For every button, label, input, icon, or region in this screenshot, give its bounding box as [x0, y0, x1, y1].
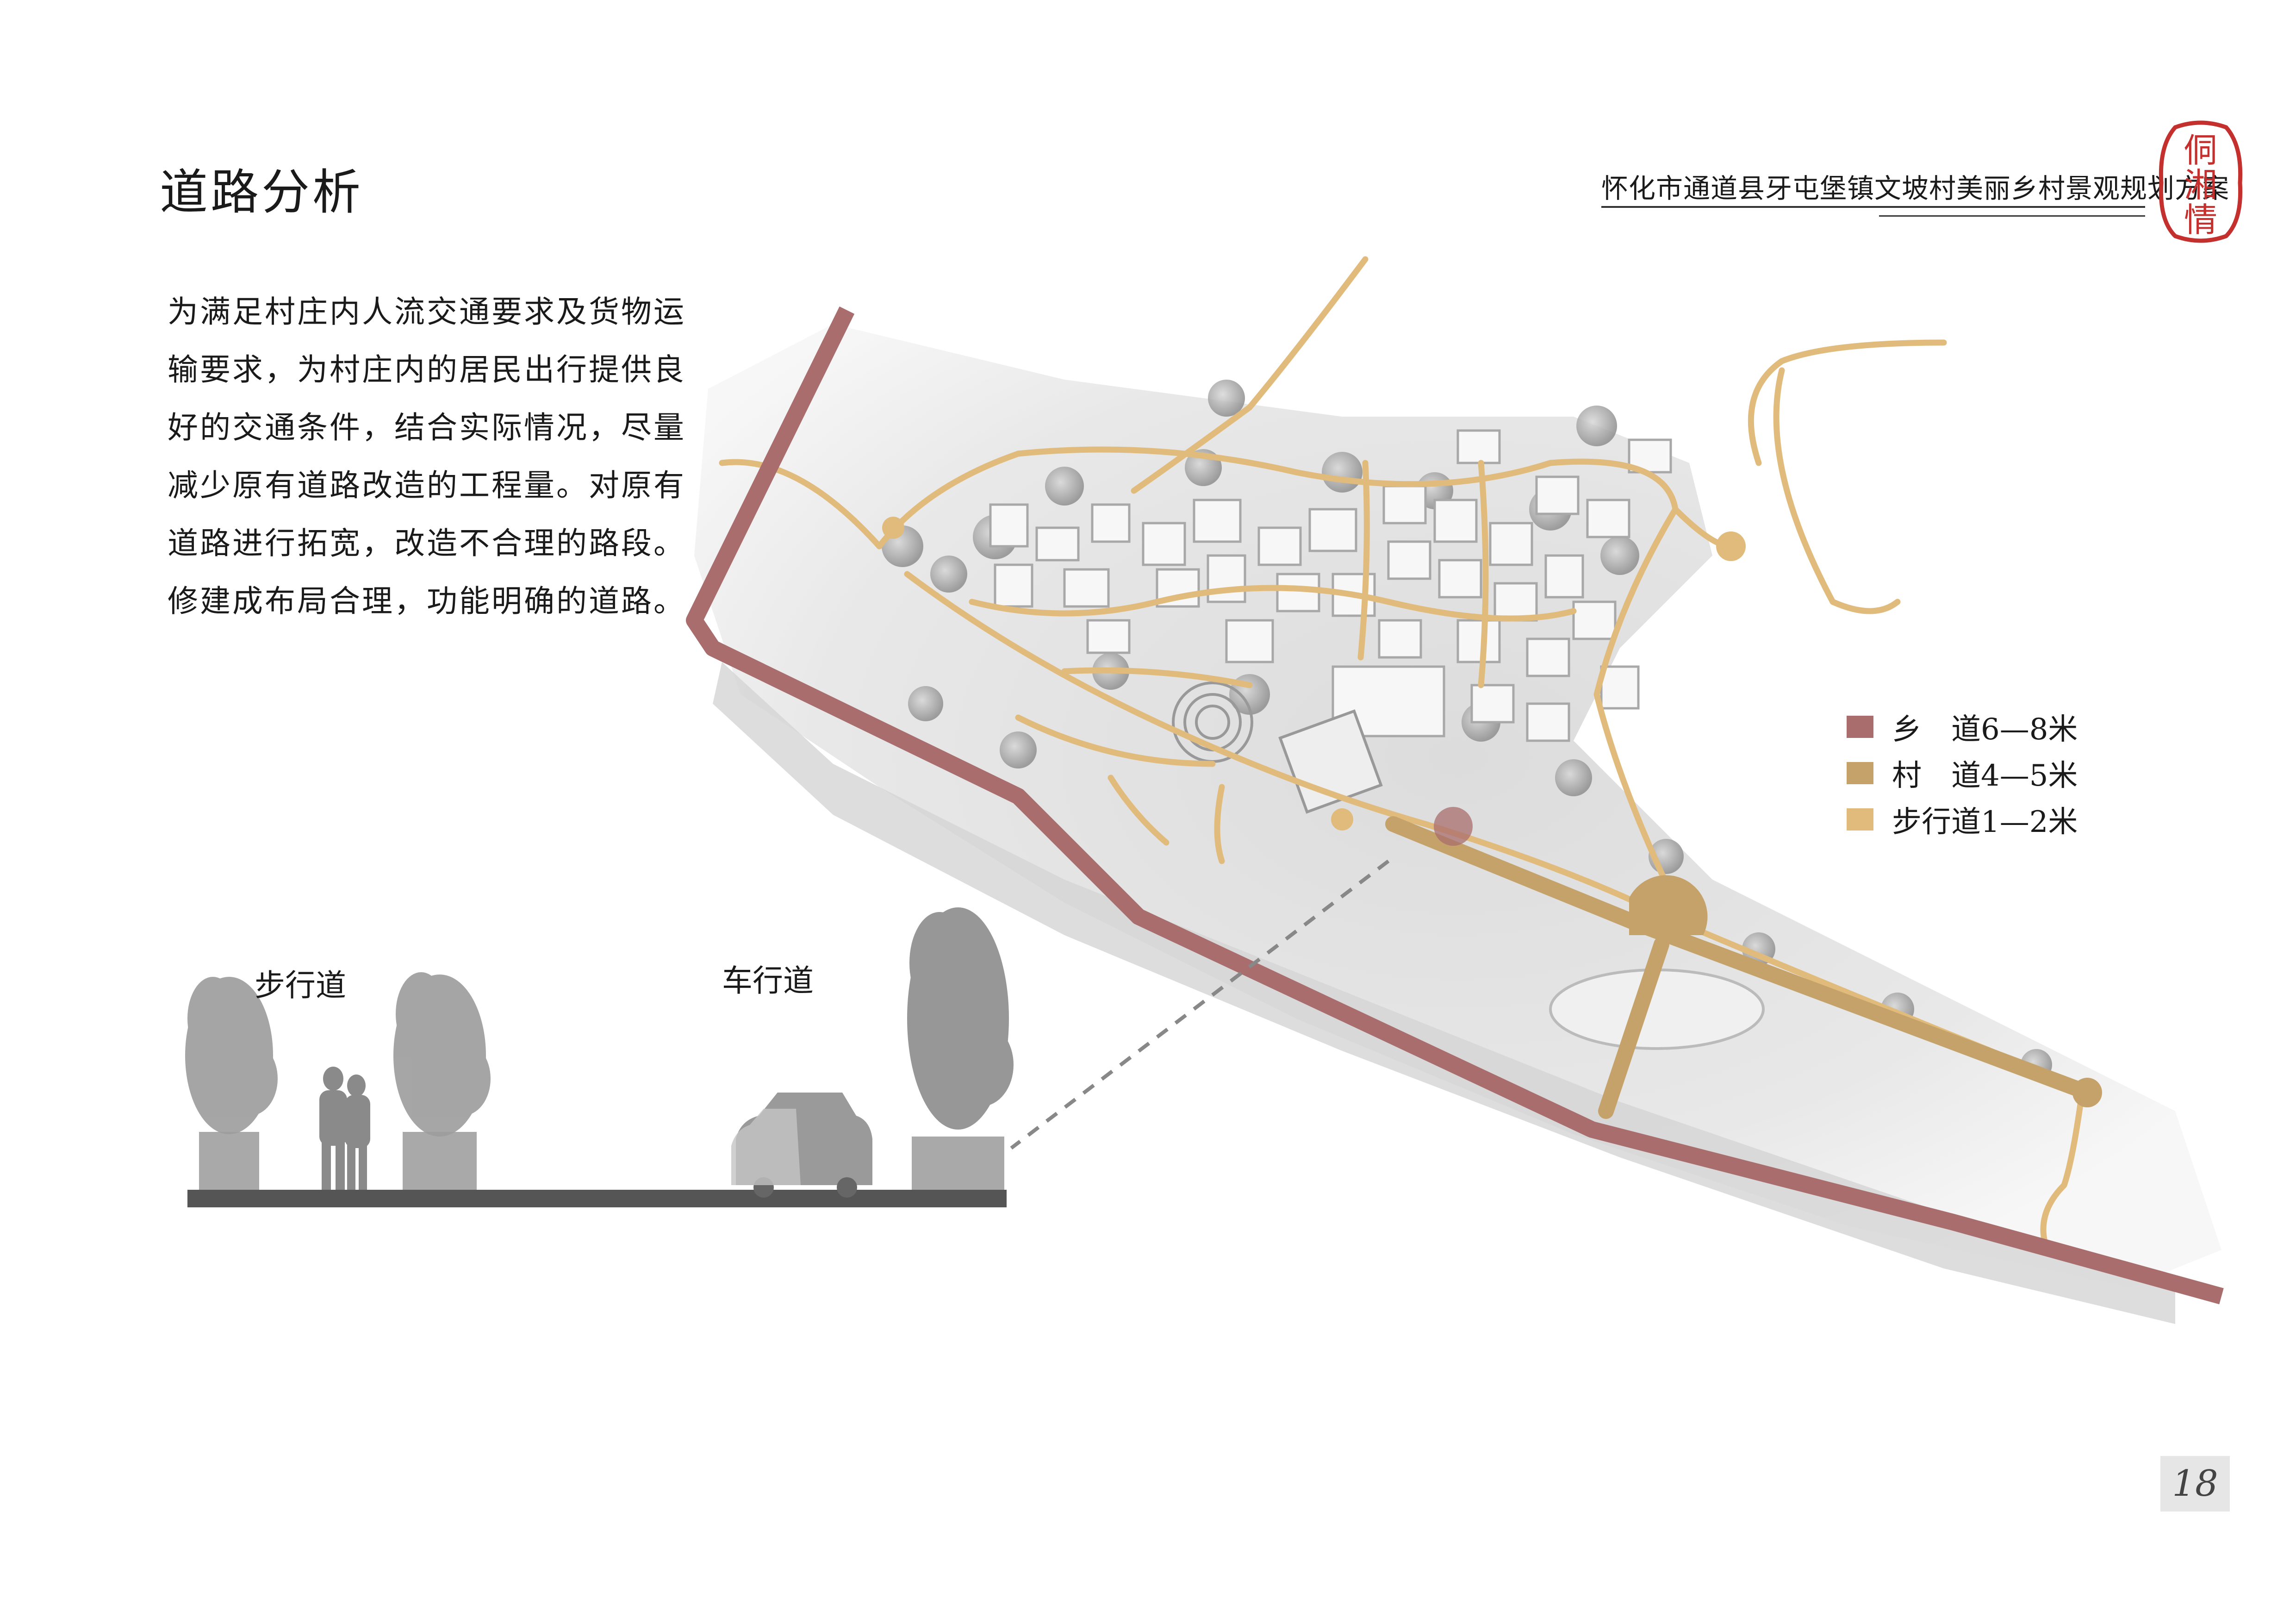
planter-box — [403, 1132, 477, 1190]
legend-swatch — [1847, 762, 1873, 784]
pedestrian-silhouette-icon — [319, 1067, 370, 1190]
village-road-node — [2072, 1078, 2102, 1107]
title-underline — [1601, 206, 2145, 208]
title-underline-secondary — [1879, 215, 2145, 217]
legend-item-footpath: 步行道1—2米 — [1847, 796, 2078, 843]
legend-item-township-road: 乡 道6—8米 — [1847, 704, 2078, 750]
legend-label: 村 道4—5米 — [1892, 759, 2078, 793]
footpath-node — [1716, 531, 1746, 561]
section-label-pedestrian: 步行道 — [255, 968, 346, 1003]
legend-swatch — [1847, 808, 1873, 831]
description-line: 修建成布局合理，功能明确的道路。 — [168, 583, 686, 619]
legend: 乡 道6—8米 村 道4—5米 步行道1—2米 — [1847, 704, 2078, 843]
township-road — [686, 306, 2224, 1305]
description-line: 输要求，为村庄内的居民出行提供良 — [168, 352, 686, 387]
page-title: 道路分析 — [160, 164, 364, 220]
footpath-node — [882, 517, 904, 539]
project-title: 怀化市通道县牙屯堡镇文坡村美丽乡村景观规划方案 — [1601, 173, 2230, 204]
legend-label: 乡 道6—8米 — [1892, 712, 2078, 747]
description-line: 为满足村庄内人流交通要求及货物运 — [168, 294, 686, 330]
site-ground — [694, 324, 2221, 1287]
section-ground-line — [187, 1190, 1007, 1207]
section-label-vehicle: 车行道 — [722, 963, 814, 999]
footpath-node — [1331, 808, 1353, 831]
tree-icon — [907, 907, 1014, 1130]
seal-char: 情 — [2184, 200, 2217, 239]
legend-label: 步行道1—2米 — [1892, 805, 2078, 839]
seal-char: 湘 — [2184, 166, 2217, 205]
building-blocks — [989, 429, 1672, 742]
seal-stamp-icon: 侗 湘 情 — [2159, 120, 2243, 243]
section-marker — [1434, 807, 1473, 846]
section-leader-line — [1010, 859, 1390, 1150]
village-road-roundabout — [1629, 875, 1708, 935]
description-line: 道路进行拓宽，改造不合理的路段。 — [168, 525, 686, 561]
page-number-box: 18 — [2160, 1456, 2230, 1512]
page-number: 18 — [2172, 1463, 2218, 1505]
planter-box — [912, 1137, 1004, 1190]
street-section — [185, 907, 1014, 1207]
planter-box — [199, 1132, 259, 1190]
seal-char: 侗 — [2184, 131, 2217, 170]
legend-swatch — [1847, 716, 1873, 738]
tree-icon — [185, 977, 278, 1134]
description-line: 减少原有道路改造的工程量。对原有 — [168, 468, 686, 503]
tree-icon — [393, 972, 491, 1137]
legend-item-village-road: 村 道4—5米 — [1847, 750, 2078, 796]
description-line: 好的交通条件，结合实际情况，尽量 — [168, 410, 686, 445]
car-silhouette-icon — [731, 1109, 801, 1185]
river — [713, 662, 2175, 1324]
